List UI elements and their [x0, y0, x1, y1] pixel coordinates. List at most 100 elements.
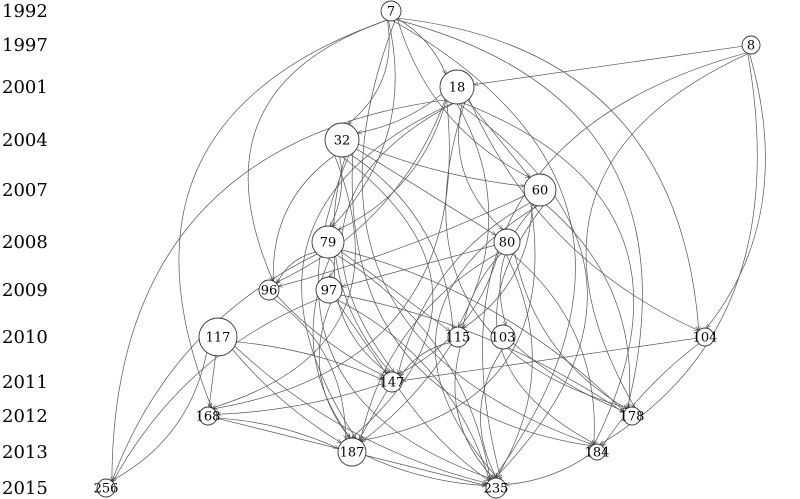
edge-79-235 [336, 254, 490, 480]
node-184[interactable]: 184 [585, 443, 610, 461]
node-label: 256 [94, 482, 119, 497]
node-97[interactable]: 97 [315, 276, 343, 304]
node-18[interactable]: 18 [439, 69, 475, 105]
node-60[interactable]: 60 [523, 173, 557, 207]
edge-32-184 [351, 153, 592, 446]
edge-7-79 [332, 20, 396, 227]
node-circle [311, 225, 345, 259]
edge-80-235 [496, 254, 533, 478]
edge-147-187 [358, 390, 388, 440]
node-circle [622, 406, 642, 426]
edge-97-235 [337, 299, 489, 481]
node-103[interactable]: 103 [490, 324, 516, 350]
node-label: 187 [340, 446, 365, 461]
edge-7-18 [397, 18, 446, 75]
node-187[interactable]: 187 [337, 437, 367, 467]
edge-32-168 [212, 155, 356, 408]
year-label: 2013 [2, 442, 48, 463]
edge-79-147 [333, 256, 388, 373]
edge-79-178 [341, 249, 624, 412]
node-117[interactable]: 117 [198, 317, 238, 357]
edge-18-104 [468, 98, 699, 331]
edge-8-235 [482, 52, 747, 480]
node-circle [324, 122, 360, 158]
node-label: 178 [620, 410, 645, 425]
edge-32-80 [356, 148, 496, 235]
edge-8-18 [474, 45, 743, 84]
node-235[interactable]: 235 [484, 477, 509, 499]
edge-97-178 [340, 294, 624, 413]
edge-96-187 [273, 298, 346, 440]
edge-103-235 [480, 348, 503, 478]
node-label: 235 [484, 482, 509, 497]
edge-32-79 [329, 156, 343, 226]
node-circle [485, 477, 507, 499]
edge-104-184 [603, 343, 700, 447]
edge-115-235 [454, 346, 494, 479]
node-178[interactable]: 178 [620, 406, 645, 426]
node-label: 8 [747, 39, 755, 54]
node-8[interactable]: 8 [741, 35, 761, 55]
node-label: 79 [320, 236, 337, 251]
edges-layer [111, 17, 766, 485]
node-label: 32 [334, 134, 351, 149]
node-circle [96, 478, 116, 498]
node-circle [198, 406, 218, 426]
edge-117-256 [111, 352, 208, 482]
node-label: 96 [261, 284, 278, 299]
edge-117-147 [236, 341, 382, 380]
edge-79-97 [328, 257, 335, 277]
edge-7-235 [392, 20, 576, 478]
node-168[interactable]: 168 [196, 406, 221, 426]
node-circle [493, 228, 521, 256]
year-label: 2011 [2, 372, 48, 393]
edge-96-147 [276, 295, 384, 377]
edge-7-104 [397, 17, 699, 330]
edge-168-187 [216, 417, 339, 449]
edge-80-178 [514, 252, 627, 410]
node-circle [337, 437, 367, 467]
nodes-layer: 7 8 18 32 60 79 80 96 97 117 115 103 104 147 168 178 187… [94, 0, 761, 499]
edge-32-147 [333, 156, 390, 373]
edge-32-115 [350, 154, 453, 329]
edge-7-60 [397, 18, 529, 179]
node-circle [439, 69, 475, 105]
year-label: 1992 [2, 1, 48, 22]
node-32[interactable]: 32 [324, 122, 360, 158]
node-circle [381, 371, 403, 393]
edge-60-96 [278, 195, 526, 287]
edge-60-115 [463, 203, 533, 328]
edge-7-32 [348, 20, 390, 124]
edge-18-178 [445, 101, 628, 408]
node-circle [490, 324, 516, 350]
edge-7-178 [396, 19, 643, 409]
edge-32-235 [318, 155, 492, 479]
year-label: 2001 [2, 77, 48, 98]
node-label: 117 [206, 331, 231, 346]
node-80[interactable]: 80 [493, 228, 521, 256]
node-circle [447, 326, 469, 348]
node-96[interactable]: 96 [258, 279, 280, 301]
edge-184-235 [505, 454, 590, 485]
node-circle [198, 317, 238, 357]
edge-80-115 [463, 253, 502, 329]
edge-18-187 [301, 102, 453, 438]
node-label: 60 [532, 184, 549, 199]
node-115[interactable]: 115 [446, 326, 471, 348]
node-79[interactable]: 79 [311, 225, 345, 259]
node-104[interactable]: 104 [693, 327, 718, 347]
edge-147-235 [398, 388, 489, 481]
node-label: 184 [585, 446, 610, 461]
node-label: 168 [196, 410, 221, 425]
node-147[interactable]: 147 [380, 371, 405, 393]
edge-18-256 [112, 99, 446, 481]
edge-117-187 [232, 349, 341, 443]
edge-115-187 [362, 344, 452, 441]
node-7[interactable]: 7 [380, 0, 402, 22]
node-256[interactable]: 256 [94, 478, 119, 498]
edge-187-235 [365, 455, 487, 485]
edge-18-60 [467, 99, 530, 177]
edge-115-147 [400, 342, 450, 377]
edge-32-187 [342, 156, 434, 438]
node-label: 115 [446, 331, 471, 346]
